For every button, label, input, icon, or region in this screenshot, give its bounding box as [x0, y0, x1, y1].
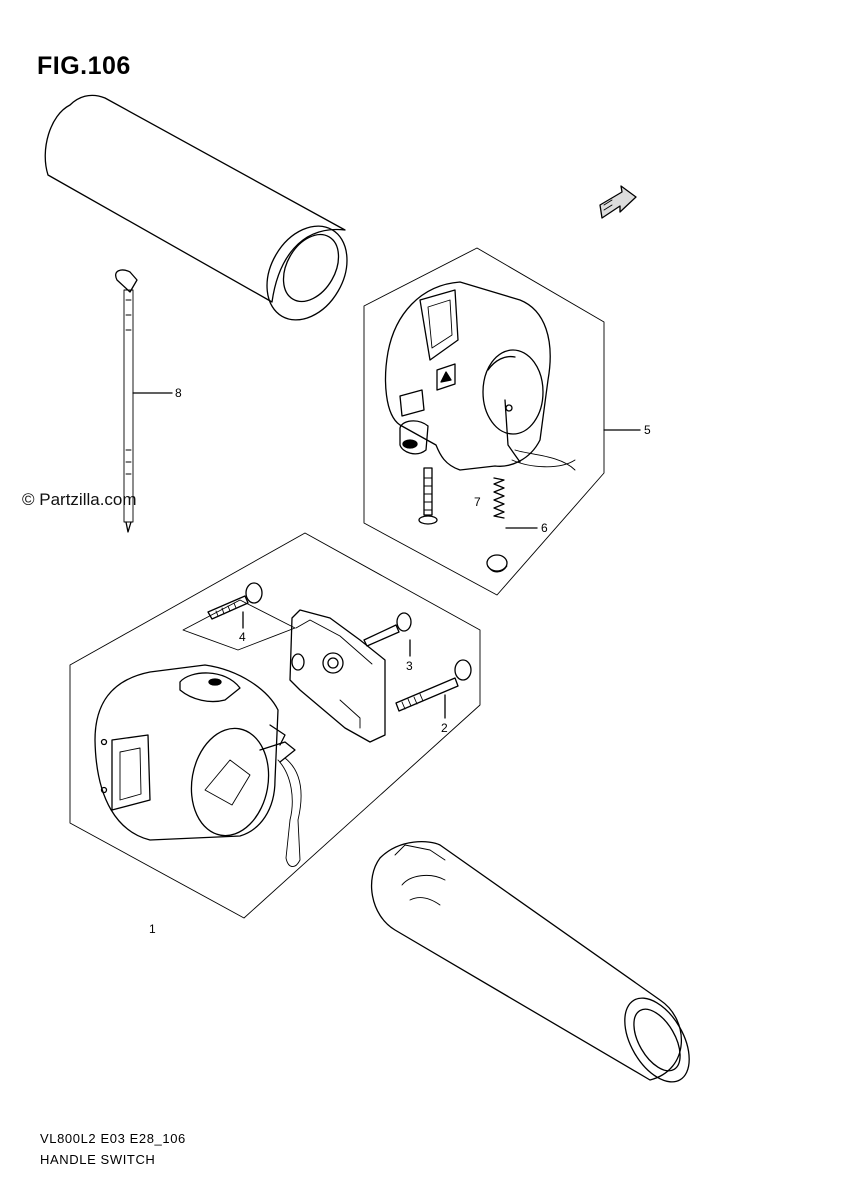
screw-part-7	[418, 467, 438, 525]
footer-model-code: VL800L2 E03 E28_106	[40, 1131, 186, 1146]
screw-part-4	[207, 582, 263, 629]
callout-part-2: 2	[441, 721, 448, 735]
left-handlebar-grip	[44, 94, 348, 321]
figure-title: FIG.106	[37, 52, 131, 80]
switch-button-cap	[486, 554, 508, 573]
watermark-text: © Partzilla.com	[22, 490, 137, 509]
screw-part-2	[395, 659, 472, 719]
front-direction-arrow-icon	[599, 185, 637, 219]
cable-tie	[115, 269, 173, 533]
footer-section-name: HANDLE SWITCH	[40, 1152, 156, 1167]
callout-part-8: 8	[175, 386, 182, 400]
throttle-grip	[370, 841, 690, 1083]
switch-clamp-bracket	[289, 609, 386, 743]
callout-part-3: 3	[406, 659, 413, 673]
left-switch-group-box	[69, 532, 481, 919]
screw-part-3	[363, 612, 412, 657]
callout-part-5: 5	[644, 423, 651, 437]
callout-part-1: 1	[149, 922, 156, 936]
right-switch-group-box	[363, 247, 641, 596]
right-handlebar-switch-housing	[384, 281, 576, 471]
left-handlebar-switch-housing	[94, 664, 302, 867]
spring-part-6	[493, 477, 538, 529]
callout-part-4: 4	[239, 630, 246, 644]
callout-part-7: 7	[474, 495, 481, 509]
callout-part-6: 6	[541, 521, 548, 535]
